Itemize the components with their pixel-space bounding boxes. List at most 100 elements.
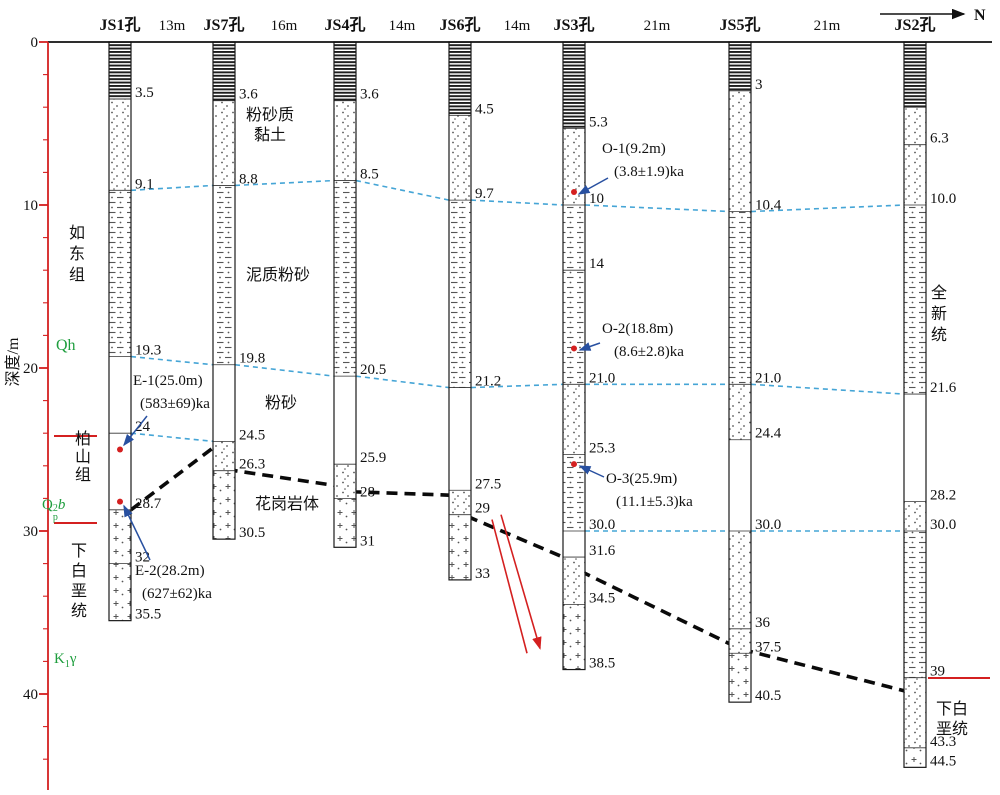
segment-dots (449, 490, 471, 515)
correlation-line (584, 204, 730, 213)
annotation-text: O-2(18.8m) (602, 321, 673, 337)
depth-label: 10 (589, 191, 604, 207)
segment-dots (904, 677, 926, 748)
segment-blank (729, 439, 751, 531)
sample-dot (117, 498, 123, 505)
depth-label: 35.5 (135, 607, 161, 623)
segment-dots (729, 90, 751, 212)
lithology-label-granite-body: 花岗岩体 (254, 496, 319, 513)
correlation-line (355, 375, 450, 389)
segment-blank (334, 376, 356, 465)
depth-label: 3.6 (239, 87, 258, 103)
depth-label: 6.3 (930, 131, 949, 147)
axis-tick-label: 40 (23, 687, 38, 703)
segment-dots (729, 531, 751, 629)
depth-label: 9.7 (475, 186, 494, 202)
annotation-arrow (123, 504, 151, 561)
annotation-text: O-1(9.2m) (602, 141, 666, 157)
depth-label: 30.0 (589, 517, 615, 533)
correlation-line (234, 363, 335, 377)
segment-granite (109, 563, 131, 621)
qp2b-sub: p (52, 512, 58, 523)
segment-blank (449, 387, 471, 491)
annotation-text: E-1(25.0m) (133, 373, 203, 389)
segment-dots (729, 628, 751, 654)
segment-granite (904, 747, 926, 768)
segment-granite (334, 498, 356, 548)
borehole-JS2孔 (903, 41, 927, 768)
depth-label: 30.5 (239, 525, 265, 541)
formation-label-holocene: 全新统 (928, 284, 945, 347)
borehole-name: JS1孔 (100, 16, 141, 34)
borehole-JS3孔 (562, 41, 586, 671)
segment-dashdot (449, 200, 471, 388)
lithology-label-silt: 粉砂 (264, 395, 297, 412)
segment-dots (334, 100, 356, 181)
segment-dots (904, 501, 926, 531)
depth-label: 5.3 (589, 114, 608, 130)
borehole-name: JS3孔 (554, 16, 595, 34)
segment-dots (213, 100, 235, 186)
depth-label: 30.0 (930, 517, 956, 533)
axis-tick-label: 10 (23, 198, 38, 214)
correlation-line (130, 355, 214, 366)
segment-blank (563, 531, 585, 558)
segment-granite (729, 653, 751, 703)
axis-tick-label: 20 (23, 361, 38, 377)
k1-base: K (54, 651, 65, 667)
depth-label: 8.5 (360, 167, 379, 183)
borehole-name: JS2孔 (895, 16, 936, 34)
correlation-line (750, 204, 905, 213)
segment-blank (213, 364, 235, 442)
correlation-line (130, 184, 214, 192)
correlation-line (130, 432, 214, 443)
depth-label: 19.8 (239, 351, 265, 367)
formation-label-lower-cretaceous-right: 下白 垩统 (935, 701, 968, 738)
depth-label: 43.3 (930, 734, 956, 750)
depth-label: 9.1 (135, 176, 154, 192)
depth-label: 3.5 (135, 85, 154, 101)
segment-dashdot (563, 205, 585, 271)
unit-label-k1gamma: K1γ (54, 650, 76, 672)
segment-dashdot (109, 190, 131, 357)
annotation-text: E-2(28.2m) (135, 563, 205, 579)
depth-label: 25.9 (360, 450, 386, 466)
depth-label: 14 (589, 256, 605, 272)
borehole-JS7孔 (212, 41, 236, 540)
k1-suffix: γ (69, 651, 77, 667)
lithology-label-silty-clay: 粉砂质 黏土 (245, 107, 294, 144)
depth-label: 20.5 (360, 362, 386, 378)
depth-label: 3.6 (360, 87, 379, 103)
annotation-text: (627±62)ka (142, 586, 212, 602)
depth-label: 28 (360, 484, 375, 500)
depth-label: 3 (755, 77, 763, 93)
fault-line (491, 519, 528, 654)
segment-hhatch (563, 42, 585, 129)
segment-dots (109, 99, 131, 191)
depth-label: 27.5 (475, 476, 501, 492)
segment-hhatch (729, 42, 751, 91)
annotation-text: O-3(25.9m) (606, 471, 677, 487)
depth-label: 24 (135, 419, 151, 435)
segment-dashdot (563, 270, 585, 385)
sample-dot (117, 446, 123, 453)
depth-label: 38.5 (589, 656, 615, 672)
lithology-label-muddy-silt: 泥质粉砂 (245, 267, 310, 284)
correlation-line (750, 383, 905, 395)
correlation-line (355, 179, 450, 201)
annotation-arrow (578, 465, 605, 478)
distance-label: 21m (814, 18, 841, 34)
correlation-line (470, 383, 564, 389)
depth-label: 21.2 (475, 374, 501, 390)
segment-dashdot (904, 205, 926, 395)
segment-hhatch (904, 42, 926, 108)
distance-label: 16m (271, 18, 298, 34)
borehole-name: JS6孔 (440, 16, 481, 34)
depth-axis-label: 深度/m (5, 337, 22, 387)
annotation-text: (11.1±5.3)ka (616, 494, 693, 510)
qp2b-suffix: b (57, 497, 66, 513)
annotation-arrow (578, 342, 601, 351)
